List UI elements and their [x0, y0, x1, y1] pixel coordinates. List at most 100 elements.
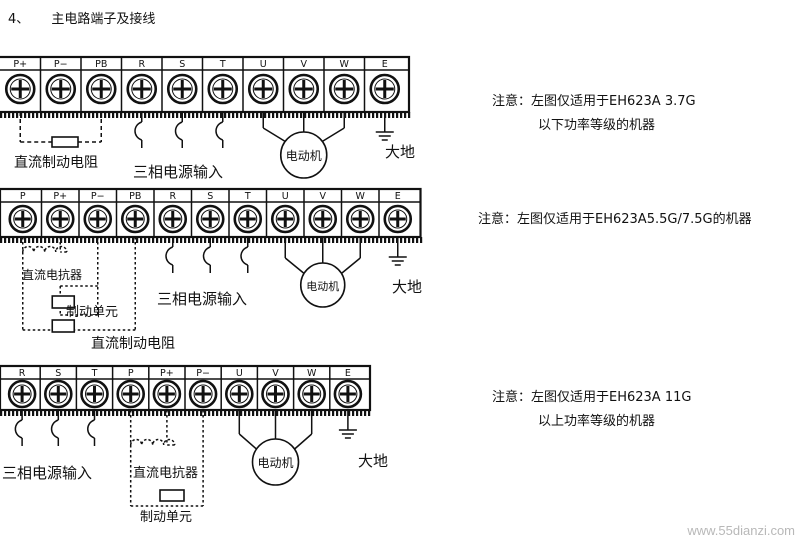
terminal-label-w: W [340, 59, 350, 70]
strip-tooth [92, 237, 95, 243]
strip-tooth [240, 410, 243, 416]
note-3: 注意：左图仅适用于EH623A 11G 以上功率等级的机器 [492, 386, 691, 434]
strip-tooth [160, 237, 163, 243]
screw-inner-ring [275, 209, 295, 229]
strip-tooth [120, 410, 123, 416]
strip-tooth [348, 410, 351, 416]
terminal-label-r: R [169, 191, 176, 202]
strip-tooth [156, 237, 159, 243]
strip-tooth [332, 112, 335, 118]
note-1-line-2: 以下功率等级的机器 [538, 118, 656, 133]
brake-resistor-icon [51, 295, 76, 309]
strip-tooth [36, 112, 39, 118]
strip-tooth [68, 237, 71, 243]
motor-icon [279, 131, 328, 179]
strip-tooth [176, 410, 179, 416]
terminal-label-p-plus: P+ [160, 368, 174, 379]
strip-tooth [152, 237, 155, 243]
strip-tooth [156, 410, 159, 416]
strip-tooth [32, 112, 35, 118]
strip-tooth [104, 237, 107, 243]
strip-tooth [16, 410, 19, 416]
strip-tooth [288, 237, 291, 243]
strip-tooth [324, 237, 327, 243]
strip-tooth [36, 237, 39, 243]
strip-tooth [116, 237, 119, 243]
strip-tooth [340, 237, 343, 243]
reactor-coil-icon [22, 245, 68, 253]
strip-tooth [296, 112, 299, 118]
strip-tooth [16, 112, 19, 118]
strip-tooth [320, 112, 323, 118]
power-input-label: 三相电源输入 [2, 464, 92, 482]
strip-tooth [188, 112, 191, 118]
brake-resistor-icon [51, 136, 79, 148]
strip-tooth [112, 237, 115, 243]
strip-tooth [204, 112, 207, 118]
strip-tooth [360, 410, 363, 416]
screw-inner-ring [157, 384, 177, 404]
strip-tooth [408, 112, 411, 118]
strip-tooth [0, 237, 3, 243]
strip-tooth [128, 237, 131, 243]
strip-tooth [152, 410, 155, 416]
terminal-label-p-minus: P− [54, 59, 68, 70]
strip-tooth [248, 410, 251, 416]
strip-tooth [20, 410, 23, 416]
screw-inner-ring [125, 209, 145, 229]
strip-tooth [216, 237, 219, 243]
switch-contact-icon [174, 121, 183, 141]
strip-tooth [240, 112, 243, 118]
strip-tooth [348, 237, 351, 243]
strip-tooth [184, 410, 187, 416]
strip-tooth [304, 410, 307, 416]
screw-inner-ring [171, 78, 193, 100]
strip-tooth [300, 112, 303, 118]
reactor-coil-icon [129, 438, 176, 446]
strip-tooth [260, 410, 263, 416]
strip-tooth [128, 112, 131, 118]
screw-inner-ring [48, 384, 68, 404]
strip-tooth [296, 237, 299, 243]
strip-tooth [216, 410, 219, 416]
brake-unit-label: 制动单元 [66, 305, 118, 320]
power-input-label: 三相电源输入 [133, 163, 223, 181]
terminal-label-t: T [244, 191, 251, 202]
strip-tooth [72, 112, 75, 118]
strip-tooth [188, 410, 191, 416]
strip-tooth [320, 237, 323, 243]
strip-tooth [116, 112, 119, 118]
strip-tooth [44, 237, 47, 243]
terminal-label-pb: PB [95, 59, 107, 70]
strip-tooth [320, 410, 323, 416]
strip-tooth [168, 237, 171, 243]
section-number: 4、 [8, 12, 30, 27]
strip-tooth [88, 237, 91, 243]
strip-tooth [180, 112, 183, 118]
brake-resistor-icon [159, 489, 185, 502]
strip-tooth [208, 410, 211, 416]
strip-tooth [164, 112, 167, 118]
screw-inner-ring [212, 78, 234, 100]
terminal-label-r: R [138, 59, 145, 70]
strip-tooth [124, 237, 127, 243]
strip-tooth [40, 410, 43, 416]
strip-tooth [312, 410, 315, 416]
strip-tooth [400, 237, 403, 243]
strip-tooth [192, 237, 195, 243]
strip-tooth [192, 112, 195, 118]
strip-tooth [24, 112, 27, 118]
strip-tooth [0, 410, 3, 416]
strip-tooth [212, 410, 215, 416]
strip-tooth [300, 410, 303, 416]
screw-inner-ring [302, 384, 322, 404]
strip-tooth [200, 112, 203, 118]
strip-tooth [264, 112, 267, 118]
strip-tooth [76, 237, 79, 243]
note-2-line-1: 注意：左图仅适用于EH623A5.5G/7.5G的机器 [478, 212, 752, 227]
strip-tooth [212, 237, 215, 243]
motor-label: 电动机 [257, 456, 293, 470]
